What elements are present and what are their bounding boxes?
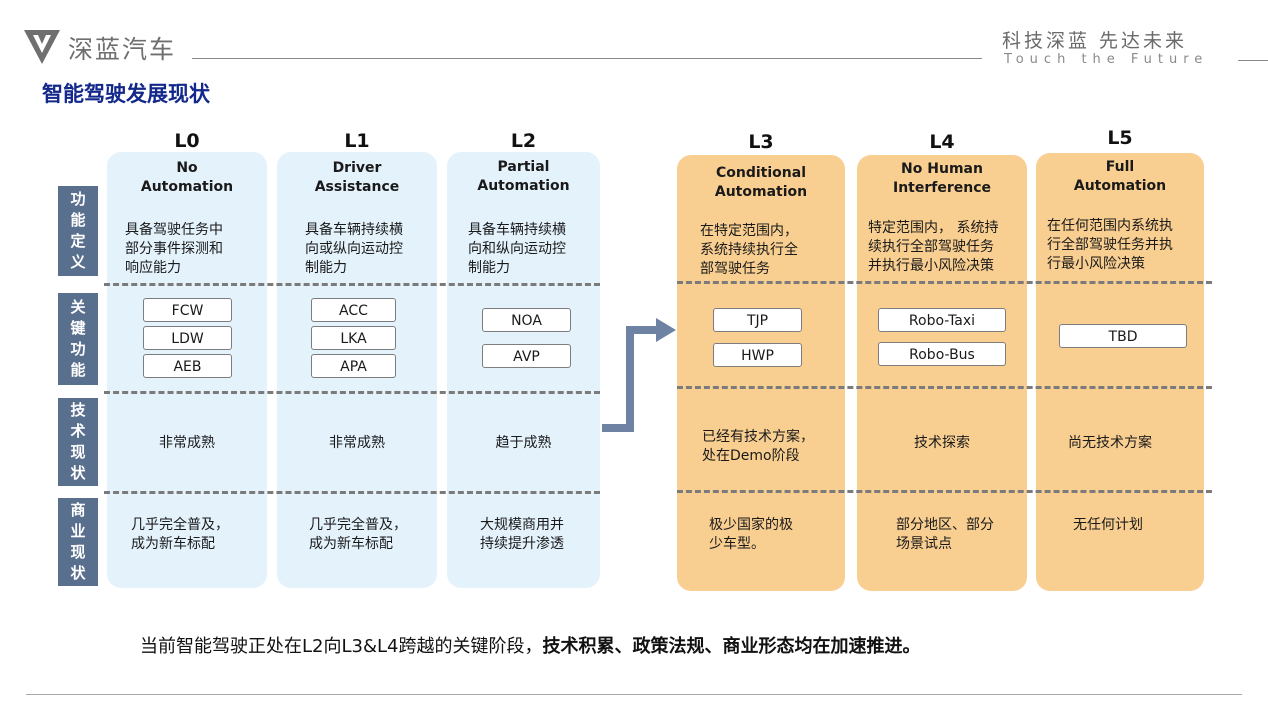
column-l5 [1036, 153, 1204, 591]
feature-tag: Robo-Bus [878, 342, 1006, 366]
row-label-business: 商业现状 [58, 498, 98, 586]
level-title: L2 [510, 130, 537, 152]
row-divider-3 [104, 491, 600, 494]
level-definition: 具备车辆持续横向或纵向运动控制能力 [305, 222, 403, 276]
tech-status: 技术探索 [914, 435, 970, 451]
feature-tag: FCW [143, 298, 232, 322]
business-status: 极少国家的极少车型。 [709, 517, 793, 552]
level-title: L3 [748, 131, 774, 153]
feature-tag: NOA [482, 308, 571, 332]
feature-tag: LKA [311, 326, 396, 350]
level-definition: 具备驾驶任务中部分事件探测和响应能力 [125, 222, 223, 276]
business-status: 无任何计划 [1073, 517, 1143, 533]
tech-status: 趋于成熟 [495, 435, 552, 451]
feature-tag: APA [311, 354, 396, 378]
feature-tag: AVP [482, 344, 571, 368]
page-title: 智能驾驶发展现状 [42, 82, 210, 106]
transition-arrow-icon [602, 318, 676, 432]
brand-name: 深蓝汽车 [68, 35, 177, 64]
feature-tag: AEB [143, 354, 232, 378]
business-status: 大规模商用并持续提升渗透 [480, 517, 564, 552]
level-definition: 特定范围内， 系统持续执行全部驾驶任务并执行最小风险决策 [868, 220, 999, 274]
column-l4 [857, 155, 1027, 591]
level-title: L5 [1107, 127, 1133, 149]
level-title: L4 [929, 131, 955, 153]
business-status: 部分地区、部分场景试点 [896, 517, 994, 552]
level-definition: 在特定范围内，系统持续执行全部驾驶任务 [700, 223, 798, 277]
business-status: 几乎完全普及，成为新车标配 [309, 517, 407, 552]
slogan-english: Touch the Future [1004, 52, 1209, 67]
business-status: 几乎完全普及，成为新车标配 [131, 517, 229, 552]
tech-status: 尚无技术方案 [1068, 435, 1152, 451]
tech-status: 非常成熟 [329, 435, 385, 451]
row-label-tech: 技术现状 [58, 398, 98, 486]
column-l3 [677, 155, 845, 591]
feature-tag: TBD [1059, 324, 1187, 348]
footnote-normal: 当前智能驾驶正处在L2向L3&L4跨越的关键阶段， [140, 636, 543, 657]
feature-tag: LDW [143, 326, 232, 350]
row-label-features: 关键功能 [58, 293, 98, 385]
header-divider-right [1238, 60, 1268, 61]
level-definition: 具备车辆持续横向和纵向运动控制能力 [468, 222, 566, 276]
row-label-definition: 功能定义 [58, 186, 98, 276]
row-divider-1 [104, 283, 600, 286]
slogan-chinese: 科技深蓝 先达未来 [1002, 30, 1188, 52]
feature-tag: TJP [713, 308, 802, 332]
row-divider-2 [104, 391, 600, 394]
footnote-bold: 技术积累、政策法规、商业形态均在加速推进。 [542, 636, 921, 657]
row-divider-3-right [677, 490, 1212, 493]
row-divider-1-right [677, 281, 1212, 284]
level-title: L0 [174, 130, 200, 152]
row-divider-2-right [677, 386, 1212, 389]
tech-status: 非常成熟 [159, 435, 215, 451]
column-l2 [447, 152, 600, 588]
feature-tag: ACC [311, 298, 396, 322]
level-definition: 在任何范围内系统执行全部驾驶任务并执行最小风险决策 [1047, 218, 1173, 272]
feature-tag: HWP [713, 343, 802, 367]
tech-status: 已经有技术方案，处在Demo阶段 [702, 429, 814, 464]
footer-divider [26, 694, 1242, 695]
footnote: 当前智能驾驶正处在L2向L3&L4跨越的关键阶段，技术积累、政策法规、商业形态均… [140, 632, 920, 658]
level-title: L1 [344, 130, 370, 152]
header-divider [192, 58, 982, 59]
brand-logo-icon [24, 30, 60, 64]
feature-tag: Robo-Taxi [878, 308, 1006, 332]
